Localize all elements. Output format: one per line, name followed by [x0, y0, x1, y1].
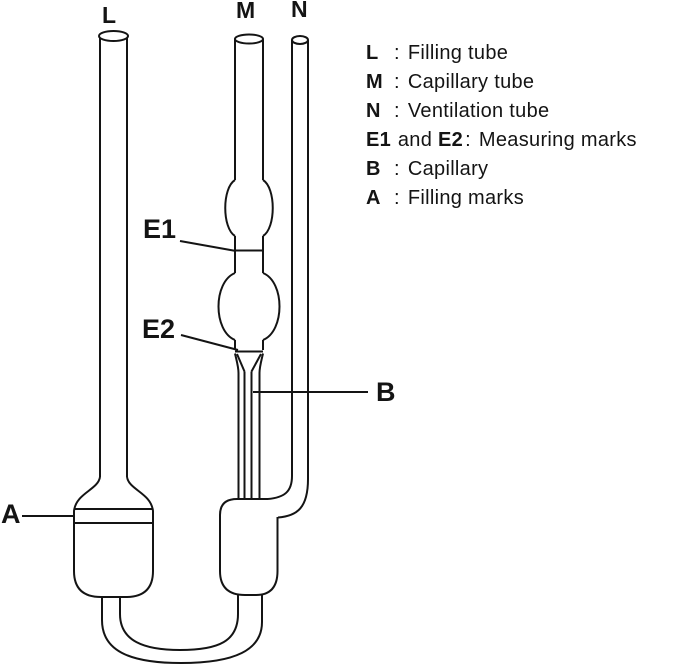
leader-e2	[180, 334, 239, 351]
filling-tube	[98, 30, 129, 477]
part-label-a: A	[1, 499, 21, 529]
capillary-section	[234, 353, 264, 499]
legend-item-measuring-marks: E1 and E2: Measuring marks	[366, 126, 637, 155]
ventilation-tube	[267, 35, 309, 519]
part-label-e1: E1	[143, 214, 176, 244]
legend-label: Capillary tube	[407, 71, 535, 93]
leader-e1	[179, 240, 237, 252]
legend-item-filling-marks: A: Filling marks	[366, 184, 637, 213]
legend-separator: :	[394, 187, 400, 209]
legend-label: Filling tube	[407, 42, 509, 64]
legend-label: Measuring marks	[478, 129, 637, 151]
legend: L: Filling tube M: Capillary tube N: Ventil…	[366, 39, 637, 213]
tube-label-n: N	[291, 0, 308, 22]
part-label-e2: E2	[142, 314, 175, 344]
legend-key: E1	[366, 129, 392, 151]
legend-item-capillary-tube: M: Capillary tube	[366, 68, 637, 97]
legend-separator: :	[394, 100, 400, 122]
legend-separator: :	[465, 129, 471, 151]
tube-label-m: M	[236, 0, 255, 23]
legend-separator: :	[394, 42, 400, 64]
reservoir-bulb	[219, 498, 279, 596]
u-bend	[101, 595, 263, 665]
legend-label: Ventilation tube	[407, 100, 550, 122]
tube-label-l: L	[102, 2, 116, 28]
legend-mid: and	[392, 129, 438, 151]
legend-key: M	[366, 71, 383, 93]
legend-key: L	[366, 42, 379, 64]
legend-item-capillary: B: Capillary	[366, 155, 637, 184]
legend-item-filling-tube: L: Filling tube	[366, 39, 637, 68]
legend-key: N	[366, 100, 381, 122]
upper-bulb	[224, 179, 274, 237]
filling-bulb	[73, 476, 154, 598]
legend-label: Filling marks	[407, 187, 524, 209]
capillary-tube	[217, 33, 281, 499]
legend-separator: :	[394, 158, 400, 180]
part-label-b: B	[376, 377, 396, 407]
legend-separator: :	[394, 71, 400, 93]
legend-item-ventilation-tube: N: Ventilation tube	[366, 97, 637, 126]
legend-key2: E2	[437, 129, 464, 151]
legend-label: Capillary	[407, 158, 489, 180]
lower-bulb	[217, 272, 281, 341]
legend-key: A	[366, 187, 381, 209]
legend-key: B	[366, 158, 381, 180]
